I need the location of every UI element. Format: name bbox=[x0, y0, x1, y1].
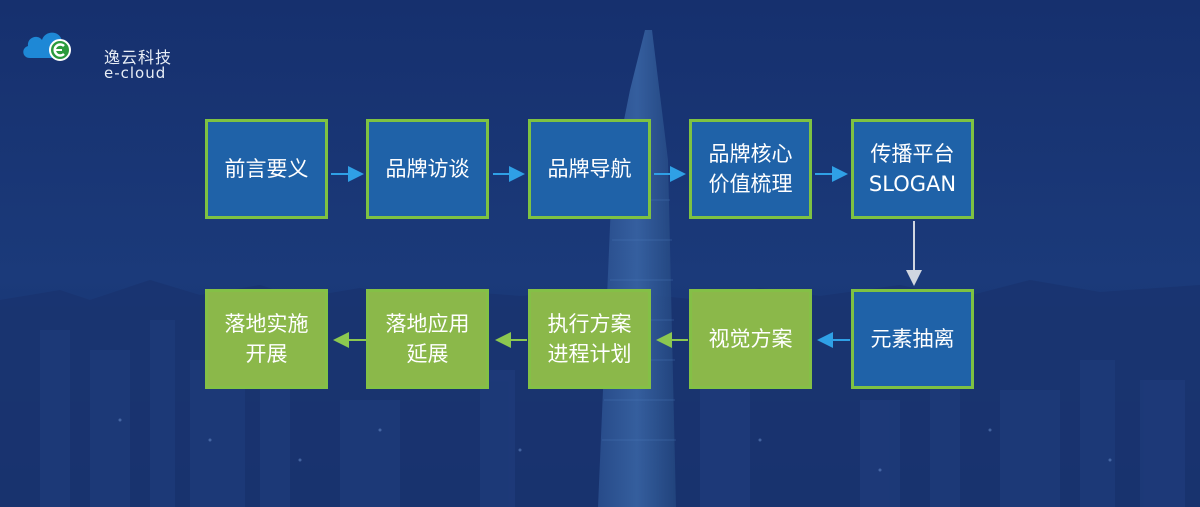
step-brand-core-value: 品牌核心 价值梳理 bbox=[689, 119, 812, 219]
step-brand-interview: 品牌访谈 bbox=[366, 119, 489, 219]
brand-name-cn: 逸云科技 bbox=[104, 48, 173, 67]
step-label: 前言要义 bbox=[224, 157, 309, 181]
step-platform-slogan: 传播平台 SLOGAN bbox=[851, 119, 974, 219]
step-element-extraction: 元素抽离 bbox=[851, 289, 974, 389]
step-preface: 前言要义 bbox=[205, 119, 328, 219]
step-label-line2: 进程计划 bbox=[547, 342, 632, 366]
step-label: 品牌导航 bbox=[547, 157, 632, 181]
step-label-line1: 执行方案 bbox=[547, 312, 632, 336]
step-label-line1: 落地应用 bbox=[385, 312, 470, 336]
step-brand-navigation: 品牌导航 bbox=[528, 119, 651, 219]
step-execution-plan: 执行方案 进程计划 bbox=[528, 289, 651, 389]
step-label-line2: SLOGAN bbox=[868, 172, 957, 196]
brand-name-en: e-cloud bbox=[104, 64, 167, 82]
step-label: 视觉方案 bbox=[708, 327, 793, 351]
step-application-extension: 落地应用 延展 bbox=[366, 289, 489, 389]
step-label-line1: 品牌核心 bbox=[708, 142, 793, 166]
step-implementation: 落地实施 开展 bbox=[205, 289, 328, 389]
step-label-line1: 传播平台 bbox=[870, 142, 955, 166]
step-label-line2: 开展 bbox=[245, 342, 288, 366]
step-label-line2: 价值梳理 bbox=[708, 172, 793, 196]
step-label: 元素抽离 bbox=[870, 327, 955, 351]
step-visual-plan: 视觉方案 bbox=[689, 289, 812, 389]
step-label-line1: 落地实施 bbox=[224, 312, 309, 336]
cloud-icon bbox=[23, 32, 71, 61]
step-label-line2: 延展 bbox=[406, 342, 449, 366]
brand-logo: 逸云科技 e-cloud bbox=[20, 22, 180, 82]
step-label: 品牌访谈 bbox=[385, 157, 470, 181]
